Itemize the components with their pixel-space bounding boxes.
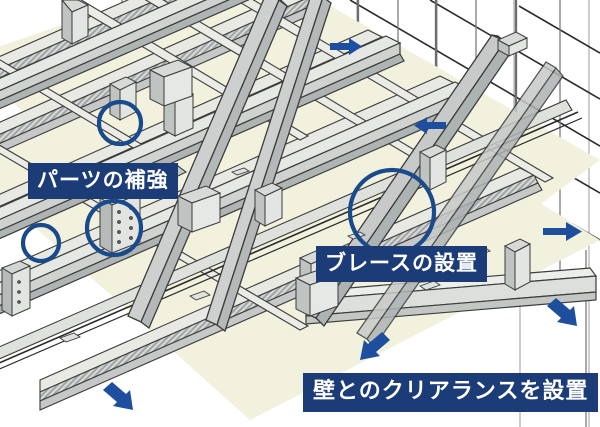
diagonal-braces (127, 0, 564, 349)
clearance-arrow-bottom-left (103, 382, 133, 410)
brace-left (127, 0, 288, 330)
hanger-clip-6 (61, 0, 90, 45)
beam-top (0, 0, 250, 110)
hanger-clip-1 (108, 76, 138, 121)
channel-joint-circle (20, 222, 62, 264)
hanger-bolt-clip-circle (96, 99, 144, 147)
reinforcement-plate-2 (0, 260, 32, 317)
clearance-arrow-right (543, 222, 582, 241)
clearance-arrow-bottom-center (360, 332, 390, 360)
hanger-clip-8 (503, 238, 532, 291)
runner-clips (59, 167, 491, 343)
clearance-arrow-lower-right (547, 298, 577, 326)
hanger-clip-7 (496, 31, 529, 57)
callout-label-brace-installation: ブレースの設置 (316, 246, 487, 282)
callout-label-wall-clearance: 壁とのクリアランスを設置 (303, 373, 599, 412)
hanger-clip-3 (253, 182, 284, 227)
clearance-arrows (103, 38, 582, 410)
callout-label-parts-reinforcement: パーツの補強 (28, 163, 178, 199)
clearance-arrow-upper-right (414, 117, 446, 134)
clearance-arrow-top (330, 38, 362, 55)
reinforcement-plate-circle (84, 198, 144, 258)
brace-left-2 (205, 0, 332, 333)
